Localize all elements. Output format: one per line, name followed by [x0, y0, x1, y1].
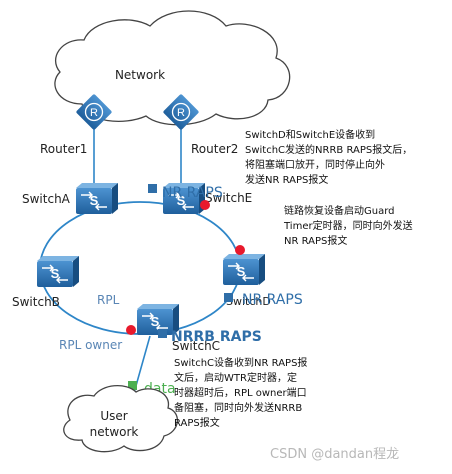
switch-a: [75, 182, 119, 215]
annotation-top-line: 将阻塞端口放开，同时停止向外: [245, 160, 385, 171]
annotation-top-line: SwitchD和SwitchE设备收到: [245, 130, 376, 141]
rpl-owner-label: RPL owner: [59, 338, 122, 352]
annotation-middle-line: 链路恢复设备启动Guard: [284, 206, 395, 217]
annotation-top-line: 发送NR RAPS报文: [245, 175, 329, 186]
switch-b-label: SwitchB: [12, 295, 60, 309]
annotation-middle: 链路恢复设备启动Guard Timer定时器，同时向外发送 NR RAPS报文: [284, 204, 413, 249]
router2-label: Router2: [191, 142, 238, 156]
annotation-bottom: SwitchC设备收到NR RAPS报 文后，启动WTR定时器，定 时器超时后，…: [174, 356, 307, 431]
network-label: Network: [115, 68, 165, 82]
rpl-owner-port: [126, 325, 136, 335]
nr-raps-top-label: NR RAPS: [162, 185, 223, 201]
annotation-bottom-line: 时器超时后，RPL owner端口: [174, 388, 307, 399]
blocked-port-switche: [200, 200, 210, 210]
recovered-link-point: [235, 245, 245, 255]
rpl-label: RPL: [97, 293, 120, 307]
nr-raps-top-marker: [148, 184, 157, 193]
user-network-cloud: [63, 385, 178, 453]
switch-e-label: SwitchE: [205, 191, 252, 205]
nr-raps-right-marker: [224, 293, 233, 302]
annotation-top-line: SwitchC发送的NRRB RAPS报文后，: [245, 145, 413, 156]
watermark: CSDN @dandan程龙: [270, 447, 399, 462]
annotation-bottom-line: SwitchC设备收到NR RAPS报: [174, 358, 308, 369]
switch-d-label: SwitchD: [226, 295, 271, 308]
user-network-label-line2: network: [90, 425, 139, 439]
switch-c-label: SwitchC: [172, 339, 220, 353]
annotation-bottom-line: 备阻塞，同时向外发送NRRB: [174, 403, 303, 414]
switch-a-label: SwitchA: [22, 192, 71, 206]
network-cloud: [54, 10, 291, 126]
annotation-bottom-line: RAPS报文: [174, 418, 220, 429]
nrrb-raps-label: NRRB RAPS: [171, 329, 262, 345]
data-packet-marker: [128, 381, 137, 390]
router1-label: Router1: [40, 142, 87, 156]
switch-d: [222, 253, 266, 286]
nrrb-raps-marker: [158, 329, 167, 338]
annotation-middle-line: NR RAPS报文: [284, 236, 348, 247]
switch-b: [36, 255, 80, 288]
nr-raps-right-label: NR RAPS: [242, 292, 303, 308]
annotation-bottom-line: 文后，启动WTR定时器，定: [174, 373, 297, 384]
annotation-top: SwitchD和SwitchE设备收到 SwitchC发送的NRRB RAPS报…: [245, 128, 412, 188]
user-network-label-line1: User: [100, 409, 127, 423]
annotation-middle-line: Timer定时器，同时向外发送: [284, 221, 413, 232]
